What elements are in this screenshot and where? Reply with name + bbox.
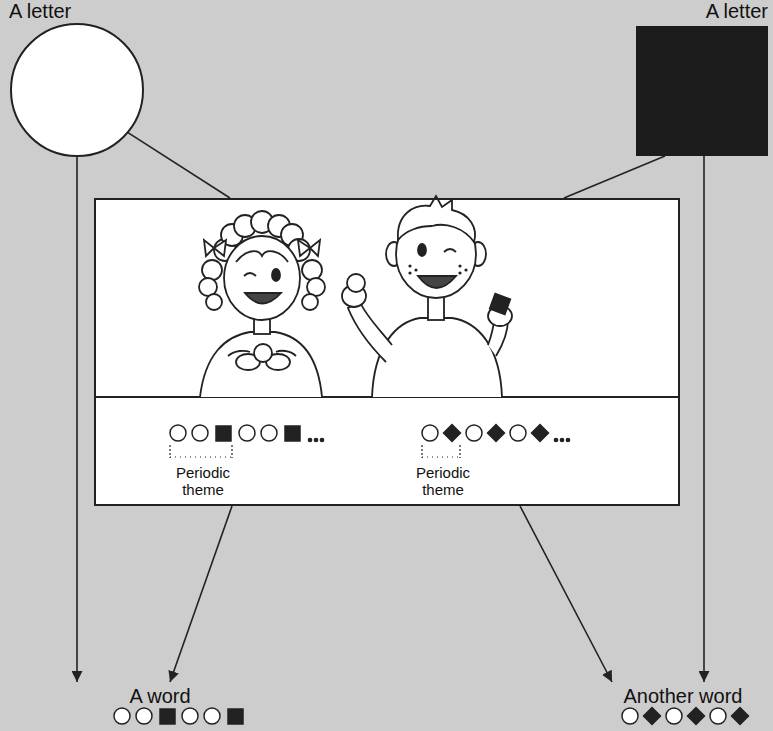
girl-smile xyxy=(245,293,281,304)
boy-freckles xyxy=(408,264,467,274)
node-label: Another word xyxy=(598,685,768,708)
sequence-shapes-part xyxy=(560,438,563,441)
girl-ball xyxy=(254,344,272,362)
sequence-shapes-part xyxy=(444,425,461,442)
girl-hair-part xyxy=(302,294,318,310)
sequence-shapes-part xyxy=(532,425,549,442)
boy-neck xyxy=(428,296,444,320)
sequence-shapes-part xyxy=(488,425,505,442)
node-label: A letter xyxy=(9,0,147,23)
word-label: A word xyxy=(65,682,255,728)
connector xyxy=(520,506,612,682)
connector xyxy=(564,156,665,198)
boy-square xyxy=(490,294,511,315)
boy-freckles-part xyxy=(458,264,461,267)
connector xyxy=(128,132,230,198)
word-shapes-part xyxy=(644,708,661,725)
word-shapes-part xyxy=(160,709,175,724)
boy-hair xyxy=(398,196,475,242)
girl-head xyxy=(224,236,300,320)
word-shapes xyxy=(114,708,748,725)
panel-fill xyxy=(94,198,680,506)
sequence-shapes-part xyxy=(239,425,255,441)
word-shapes-part xyxy=(666,708,682,724)
sequence-shapes-part xyxy=(216,426,231,441)
sequence-shapes-part xyxy=(422,425,438,441)
sequence-shapes-part xyxy=(510,425,526,441)
illustration-panel: Periodic theme Periodic theme xyxy=(94,198,680,506)
sequence-shapes-part xyxy=(308,438,311,441)
girl-hair-part xyxy=(202,260,222,280)
boy-body xyxy=(372,318,502,397)
sequence-shapes-part xyxy=(566,438,569,441)
theme-bracket-part xyxy=(421,445,422,458)
girl-hair-part xyxy=(206,294,222,310)
girl-eye xyxy=(272,269,280,281)
connector xyxy=(703,156,705,682)
word-shapes-part xyxy=(136,708,152,724)
sequence-shapes-part xyxy=(320,438,323,441)
sequence-shapes-part xyxy=(314,438,317,441)
boy-figure xyxy=(342,196,512,397)
boy-freckles-part xyxy=(464,268,467,271)
sequence-shapes-part xyxy=(285,426,300,441)
letter-circle-shape xyxy=(11,24,143,156)
boy-freckles-part xyxy=(414,268,417,271)
word-shapes-part xyxy=(204,708,220,724)
theme-bracket-part xyxy=(169,445,170,458)
boy-smile xyxy=(418,276,456,288)
sequence-shapes xyxy=(170,425,570,442)
word-label: Another word xyxy=(598,682,768,728)
boy-eye xyxy=(444,249,456,252)
connector xyxy=(170,506,232,682)
theme-label: Periodic theme xyxy=(163,464,243,499)
letter-circle: A letter xyxy=(5,0,151,158)
circle-outline xyxy=(5,0,151,158)
node-label: A word xyxy=(65,685,255,708)
word-shapes-part xyxy=(688,708,705,725)
sequence-shapes-part xyxy=(192,425,208,441)
theme-bracket-part xyxy=(459,445,460,458)
word-shapes-part xyxy=(622,708,638,724)
word-shapes-part xyxy=(114,708,130,724)
theme-bracket-part xyxy=(231,445,232,458)
theme-bracket-part xyxy=(170,456,232,457)
panel-ground xyxy=(94,198,680,506)
sequence-shapes-part xyxy=(261,425,277,441)
girl-hair-part xyxy=(302,260,322,280)
word-shapes-part xyxy=(228,709,243,724)
boy-ball xyxy=(347,274,365,292)
boy-arm xyxy=(348,302,392,362)
letter-square-shape xyxy=(636,26,768,156)
word-shapes-part xyxy=(182,708,198,724)
girl-bow xyxy=(298,240,320,256)
word-shapes-part xyxy=(732,708,749,725)
sequence-shapes-part xyxy=(466,425,482,441)
girl-eye xyxy=(244,273,256,276)
girl-body xyxy=(200,332,322,397)
letter-square: A letter xyxy=(632,0,770,158)
boy-freckles-part xyxy=(458,271,461,274)
girl-bow xyxy=(204,240,226,256)
boy-eye xyxy=(418,244,426,256)
theme-label: Periodic theme xyxy=(403,464,483,499)
boy-freckles-part xyxy=(408,264,411,267)
theme-bracket xyxy=(170,445,460,458)
boy-freckles-part xyxy=(408,271,411,274)
sequence-shapes-part xyxy=(170,425,186,441)
word-shapes-part xyxy=(710,708,726,724)
node-label: A letter xyxy=(632,0,768,23)
sequence-shapes-part xyxy=(554,438,557,441)
connector xyxy=(76,156,78,682)
girl-fringe xyxy=(236,251,288,262)
girl-figure xyxy=(199,211,325,397)
theme-bracket-part xyxy=(422,456,460,457)
